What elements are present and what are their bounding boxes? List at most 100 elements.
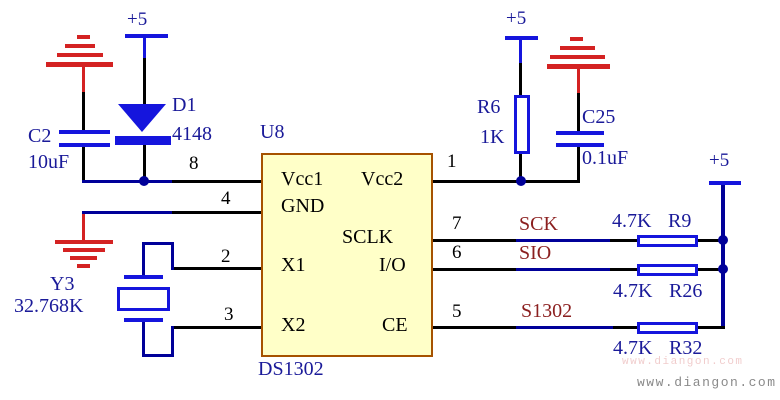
crystal-y3-value: 32.768K (14, 295, 84, 317)
wire-pin3 (174, 326, 261, 329)
diode-d1-ref: D1 (172, 94, 197, 116)
wire-pin1 (433, 180, 580, 183)
watermark-faint: www.diangon.com (622, 356, 744, 368)
power-label-right: +5 (709, 150, 730, 171)
junction-dot (718, 264, 728, 274)
wire-pin7 (433, 239, 516, 242)
ground-symbol-left (65, 44, 95, 48)
resistor-r9-value: 4.7K (612, 210, 652, 232)
wire-pin7 (610, 239, 637, 242)
wire-pin6 (698, 268, 723, 271)
watermark: www.diangon.com (637, 375, 777, 390)
pin-label-ce: CE (382, 314, 408, 336)
wire (143, 58, 146, 104)
ground-symbol-left (46, 62, 113, 67)
pin-label-sclk: SCLK (342, 226, 394, 248)
wire-pin7 (516, 239, 610, 242)
wire (82, 92, 85, 131)
ground-symbol-gnd (55, 240, 113, 244)
ground-stem (82, 214, 85, 241)
resistor-r9-body (637, 235, 698, 247)
wire-pin4 (82, 211, 172, 214)
wire (82, 147, 85, 181)
resistor-r6-body (514, 95, 530, 154)
chip-ref-label: U8 (260, 121, 285, 143)
crystal-y3-ref: Y3 (50, 273, 75, 295)
pin-label-x2: X2 (281, 314, 306, 336)
capacitor-c25-plate (556, 143, 604, 147)
wire-pin6 (516, 268, 610, 271)
wire (519, 40, 522, 63)
wire-pin5 (613, 326, 637, 329)
net-label-s1302: S1302 (521, 300, 573, 322)
wire-pin4 (172, 211, 261, 214)
wire-pin7 (698, 239, 723, 242)
diode-d1-cathode-bar (115, 136, 171, 145)
capacitor-c2-ref: C2 (28, 125, 52, 147)
pin-number-1: 1 (447, 151, 457, 172)
resistor-r26-body (637, 264, 698, 276)
resistor-r32-body (637, 322, 698, 334)
resistor-r6-ref: R6 (477, 96, 501, 118)
wire-pin8 (82, 180, 172, 183)
pin-number-2: 2 (221, 246, 231, 267)
chip-part-label: DS1302 (258, 358, 324, 380)
resistor-r9-ref: R9 (668, 210, 692, 232)
capacitor-c2-plate (59, 143, 110, 147)
pin-label-x1: X1 (281, 254, 306, 276)
ground-symbol-c25 (570, 37, 583, 41)
capacitor-c2-value: 10uF (28, 151, 70, 173)
ground-symbol-c25 (547, 64, 610, 69)
pin-number-3: 3 (224, 304, 234, 325)
capacitor-c25-value: 0.1uF (582, 147, 629, 169)
wire (577, 93, 580, 131)
power-bar-right (709, 181, 741, 185)
ground-stem (82, 67, 85, 92)
junction-dot (516, 176, 526, 186)
ground-stem (577, 69, 580, 93)
pin-label-vcc2: Vcc2 (361, 168, 404, 190)
power-bar-left (125, 34, 168, 38)
diode-d1-value: 4148 (172, 123, 212, 145)
resistor-r26-value: 4.7K (613, 280, 653, 302)
wire (577, 147, 580, 181)
wire-crystal (142, 322, 145, 357)
wire-pin5 (516, 326, 613, 329)
wire-pin5 (433, 326, 516, 329)
wire (143, 145, 146, 181)
wire-pin8 (172, 180, 261, 183)
wire-crystal (171, 242, 174, 270)
ground-symbol-c25 (550, 55, 605, 59)
crystal-y3-body (117, 287, 170, 311)
net-label-sio: SIO (519, 242, 552, 264)
pin-number-4: 4 (221, 188, 231, 209)
crystal-y3-plate (124, 318, 163, 322)
resistor-r6-value: 1K (480, 126, 505, 148)
pin-number-7: 7 (452, 213, 462, 234)
wire-crystal (142, 242, 145, 276)
crystal-y3-plate (124, 275, 163, 279)
capacitor-c2-plate (59, 130, 110, 134)
wire-pin5 (698, 326, 725, 329)
pin-number-6: 6 (452, 242, 462, 263)
pin-number-5: 5 (452, 301, 462, 322)
wire-crystal (142, 242, 174, 245)
pin-number-8: 8 (189, 153, 199, 174)
resistor-r32-ref: R32 (669, 337, 703, 359)
pin-label-io: I/O (379, 254, 406, 276)
wire (143, 38, 146, 58)
net-label-sck: SCK (519, 213, 558, 235)
diode-d1-triangle (118, 104, 166, 132)
pin-label-vcc1: Vcc1 (281, 168, 324, 190)
junction-dot (139, 176, 149, 186)
ground-symbol-gnd (70, 256, 97, 260)
junction-dot (718, 235, 728, 245)
ground-symbol-c25 (560, 46, 595, 50)
pin-label-gnd: GND (281, 195, 325, 217)
wire-pin6 (610, 268, 637, 271)
wire-pin2 (174, 267, 261, 270)
capacitor-c25-plate (556, 131, 604, 135)
resistor-r26-ref: R26 (669, 280, 703, 302)
wire-crystal (142, 354, 174, 357)
